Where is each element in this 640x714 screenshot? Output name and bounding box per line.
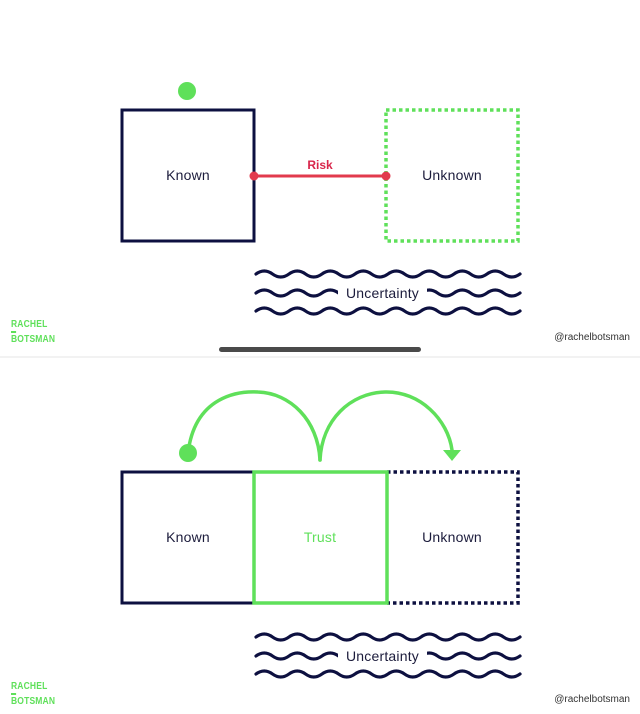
trust-diagram <box>120 390 522 679</box>
brand-logo: RACHEL BOTSMAN <box>11 319 55 345</box>
risk-diagram <box>120 82 522 316</box>
brand-line-1: RACHEL <box>11 319 48 330</box>
slide-risk: Known Unknown Risk Uncertainty RACHEL BO… <box>11 82 630 352</box>
risk-endpoint-icon <box>381 171 391 181</box>
brand-line-1: RACHEL <box>11 681 48 692</box>
known-label: Known <box>166 529 210 545</box>
social-handle: @rachelbotsman <box>554 332 630 343</box>
unknown-box-dotted <box>384 108 520 243</box>
trust-box <box>252 470 389 605</box>
arrowhead-icon <box>443 450 461 461</box>
risk-label: Risk <box>307 158 333 172</box>
uncertainty-label: Uncertainty <box>338 285 428 301</box>
brand-logo: RACHEL BOTSMAN <box>11 681 55 707</box>
brand-line-2: BOTSMAN <box>11 334 56 345</box>
brand-dash <box>11 331 17 333</box>
uncertainty-label: Uncertainty <box>338 648 428 664</box>
slide-separator <box>0 356 640 358</box>
risk-endpoint-icon <box>249 171 259 181</box>
unknown-label: Unknown <box>422 529 482 545</box>
unknown-box-dotted <box>387 470 520 605</box>
trust-leap-arcs <box>186 390 454 462</box>
unknown-label: Unknown <box>422 167 482 183</box>
green-dot-icon <box>178 82 196 100</box>
start-dot-icon <box>179 444 197 462</box>
slide-trust: Known Trust Unknown Uncertainty RACHEL B… <box>0 358 640 714</box>
known-label: Known <box>166 167 210 183</box>
home-indicator[interactable] <box>219 347 421 352</box>
trust-label: Trust <box>303 529 337 545</box>
social-handle: @rachelbotsman <box>554 694 630 705</box>
brand-dash <box>11 693 17 695</box>
brand-line-2: BOTSMAN <box>11 696 56 707</box>
